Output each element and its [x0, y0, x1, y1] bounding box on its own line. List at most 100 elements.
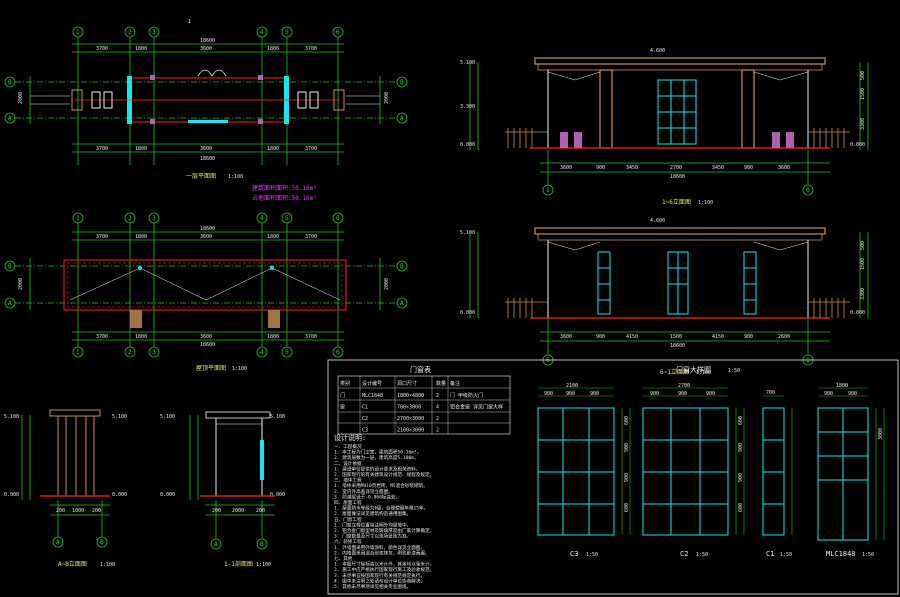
door-table-cell: 门 甲级防火门 — [450, 392, 483, 399]
c3-row: 900 — [624, 443, 630, 452]
plan1-title: 一层平面图 — [186, 173, 216, 180]
plan1-side-dim-right: 2000 — [384, 92, 390, 104]
plan1-dim: 3700 — [305, 146, 317, 152]
plan2-dim: 1800 — [267, 234, 279, 240]
elev1-right-dim: 1500 — [860, 88, 866, 100]
c3-label: C3 — [570, 550, 578, 558]
plan2-dim: 3700 — [96, 334, 108, 340]
door-table-cell: C3 — [362, 428, 368, 434]
side-elev-axis-a: A — [56, 539, 60, 546]
elev2-scale: 1:100 — [696, 370, 711, 376]
c3-part: 900 — [544, 391, 553, 397]
plan2-dim: 3700 — [305, 334, 317, 340]
note-line: 5. 其他未尽事项详见相关专业图纸。 — [334, 583, 411, 590]
section-dim: 200 — [256, 508, 265, 514]
door-table-cell: 2 — [436, 428, 439, 434]
mlc-part: 900 — [824, 391, 833, 397]
note-line: 2. 铝合金门窗型材及玻璃厚度由厂家计算确定。 — [334, 527, 434, 534]
note-line: 四、屋面工程 — [334, 499, 362, 506]
side-elev-axis-b: B — [100, 539, 104, 546]
elev1-dim: 3600 — [778, 165, 790, 171]
plan2-axis-bottom: 6 — [336, 349, 340, 356]
c3-part: 900 — [590, 391, 599, 397]
elev1-dim: 3600 — [560, 165, 572, 171]
elev2-overall: 18600 — [670, 343, 685, 349]
elev2-axis-6: 6 — [546, 357, 550, 364]
elev2-title: 6~1立面图 — [660, 368, 689, 376]
elev1-level-mid: 3.300 — [460, 104, 475, 110]
door-table-cell: 2 — [436, 416, 439, 422]
c2-row: 900 — [738, 443, 744, 452]
side-elevation-ab: A B 5.100 0.000 5.100 0.000 200 1000 200… — [4, 409, 127, 568]
plan2-axis-a-right: A — [400, 300, 404, 307]
notes-frame — [327, 359, 899, 595]
elev1-dimlines — [469, 62, 869, 196]
plan1-dim: 3700 — [305, 46, 317, 52]
elev1-axis-6: 6 — [806, 187, 810, 194]
elev2-dim: 1500 — [670, 334, 682, 340]
plan2-side-dim-right: 2000 — [384, 278, 390, 290]
c2-top: 2700 — [678, 383, 690, 389]
elev1-scale: 1:100 — [698, 200, 713, 206]
plan1-dim: 3600 — [200, 146, 212, 152]
plan1-side-dim: 2000 — [18, 92, 24, 104]
elev1-overall: 18600 — [670, 174, 685, 180]
plan2-axis-b: B — [8, 263, 12, 270]
elev2-dimlines — [469, 232, 869, 366]
mlc-total: 3000 — [878, 428, 884, 440]
mlc-scale: 1:50 — [862, 552, 874, 558]
elev1-dim: 900 — [744, 165, 753, 171]
window-c3: 2100 900 900 900 600 900 900 600 C3 1:50 — [537, 383, 631, 558]
section-axis-a: A — [214, 541, 218, 548]
note-line: 1. 外墙面采用外墙涂料，颜色详见立面图。 — [334, 544, 425, 551]
plan2-overall-dim: 18600 — [200, 226, 215, 232]
door-window-table: 门窗表 — [337, 365, 511, 435]
section-scale: 1:100 — [256, 562, 271, 568]
plan2-axis: 2 — [128, 215, 132, 222]
plan1-dim: 3700 — [96, 146, 108, 152]
elev2-right-dim: 1500 — [860, 258, 866, 270]
elevation-6-1: 6 1 5.100 0.000 0.000 500 1500 3300 4.60… — [460, 218, 869, 376]
elev2-dim: 3600 — [560, 334, 572, 340]
elev1-dim: 3450 — [626, 165, 638, 171]
mlc-top: 1800 — [836, 383, 848, 389]
plan1-overall-dim: 18600 — [200, 38, 215, 44]
note-line: 3. 门窗数量及尺寸以现场复核为准。 — [334, 533, 411, 540]
first-floor-plan: 1 1 2 3 4 5 6 3700 1800 3600 1800 3700 1… — [4, 19, 408, 202]
note-line: 3. 防潮层设于-0.060标高处。 — [334, 493, 400, 500]
c2-scale: 1:50 — [696, 552, 708, 558]
c2-part: 900 — [678, 391, 687, 397]
plan2-axis-bottom: 4 — [260, 349, 264, 356]
windows-title: 门窗大样图 — [676, 365, 711, 374]
plan1-overall-dim: 18600 — [200, 156, 215, 162]
c3-part: 900 — [566, 391, 575, 397]
note-line: 七、其他 — [334, 555, 353, 562]
plan2-axis-bottom: 3 — [152, 349, 156, 356]
plan1-area2: 占地面积面积:50.16m² — [252, 194, 317, 202]
c2-label: C2 — [680, 550, 688, 558]
plan2-dim: 1800 — [135, 234, 147, 240]
elev2-right-dim: 3300 — [860, 288, 866, 300]
plan1-row-axes — [4, 76, 408, 124]
side-elev-dim: 200 — [56, 508, 65, 514]
door-table-title: 门窗表 — [410, 365, 431, 374]
plan1-scale: 1:100 — [228, 174, 243, 180]
plan1-axis-3: 3 — [152, 29, 156, 36]
door-table-cell: C1 — [362, 405, 368, 411]
c3-scale: 1:50 — [586, 552, 598, 558]
plan1-axis-b: B — [8, 79, 12, 86]
plan2-axis-bottom: 1 — [76, 349, 80, 356]
door-mlc1848: 1800 900 900 3000 MLC1848 1:50 — [817, 383, 885, 558]
elev1-dim: 2700 — [670, 165, 682, 171]
c2-row: 600 — [738, 503, 744, 512]
elev2-level-top: 5.100 — [460, 230, 475, 236]
door-table-cell: 门 — [340, 392, 345, 399]
plan2-dim: 1800 — [267, 334, 279, 340]
elev1-dim: 3450 — [712, 165, 724, 171]
note-line: 三、墙体工程 — [334, 477, 362, 484]
door-table-header: 备注 — [450, 380, 460, 387]
section-dims — [189, 415, 275, 550]
c3-top: 2100 — [566, 383, 578, 389]
plan2-axis: 4 — [260, 215, 264, 222]
elev2-dim: 2600 — [778, 334, 790, 340]
